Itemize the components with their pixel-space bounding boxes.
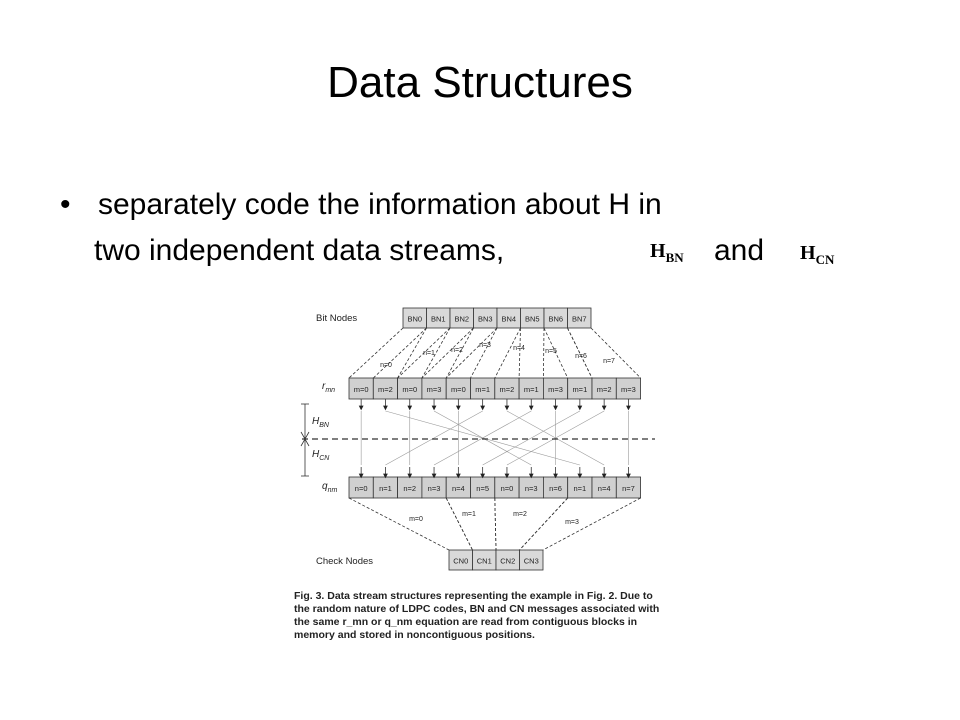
cn-fan-line [519, 497, 568, 551]
bit-nodes-label: Bit Nodes [316, 313, 357, 324]
qnm-cell-label: n=4 [598, 484, 611, 493]
n-index-label: n=3 [479, 342, 491, 349]
cn-fan-line [445, 497, 473, 551]
bn-fan-line [590, 327, 641, 379]
n-index-label: n=4 [513, 345, 525, 352]
check-nodes-label: Check Nodes [316, 556, 373, 567]
qnm-cell-label: n=3 [525, 484, 538, 493]
bn-fan-line [397, 327, 451, 379]
check-node-label: CN2 [500, 557, 515, 566]
figure-caption: Fig. 3. Data stream structures represent… [294, 590, 660, 641]
qnm-cell-label: n=0 [355, 484, 368, 493]
rmn-cell-label: m=1 [572, 385, 587, 394]
hcn-symbol: HCN [800, 242, 835, 267]
rmn-cell-label: m=0 [354, 385, 369, 394]
bn-fan-line [543, 327, 569, 379]
n-index-label: n=1 [423, 350, 435, 357]
bullet-text-line2: two independent data streams, [94, 234, 505, 267]
rmn-cell-label: m=1 [475, 385, 490, 394]
qnm-cell-label: n=1 [573, 484, 586, 493]
bit-node-label: BN3 [478, 315, 493, 324]
and-word: and [714, 234, 765, 267]
bit-node-label: BN1 [431, 315, 446, 324]
qnm-label: qnm [322, 481, 337, 494]
n-index-label: n=5 [545, 348, 557, 355]
rmn-cell-label: m=1 [524, 385, 539, 394]
hcn-label: HCN [312, 449, 330, 462]
qnm-cell-label: n=7 [622, 484, 635, 493]
m-index-label: m=1 [462, 511, 476, 518]
bit-node-label: BN5 [525, 315, 540, 324]
bn-fan-line [445, 327, 474, 379]
n-index-label: n=6 [575, 353, 587, 360]
check-node-label: CN0 [453, 557, 468, 566]
n-index-label: n=7 [603, 358, 615, 365]
bn-fan-line [494, 327, 521, 379]
rmn-cell-label: m=2 [378, 385, 393, 394]
qnm-cell-label: n=6 [549, 484, 562, 493]
stream-link-line [385, 410, 483, 466]
rmn-label: rmn [322, 381, 335, 394]
bit-node-label: BN2 [454, 315, 469, 324]
n-index-label: n=0 [380, 362, 392, 369]
bit-node-label: BN7 [572, 315, 587, 324]
cn-fan-line [348, 497, 450, 551]
qnm-cell-label: n=0 [501, 484, 514, 493]
check-node-label: CN1 [477, 557, 492, 566]
bn-fan-line [445, 327, 498, 379]
bullet-dot: • [60, 188, 71, 221]
bn-fan-line [373, 327, 427, 379]
bn-fan-line [518, 327, 521, 379]
bn-fan-line [421, 327, 451, 379]
stream-link-line [433, 410, 532, 466]
bit-node-box [567, 307, 592, 329]
cn-fan-line [445, 497, 473, 551]
qnm-cell-label: n=1 [379, 484, 392, 493]
rmn-cell-label: m=3 [548, 385, 563, 394]
bit-node-label: BN4 [501, 315, 516, 324]
bit-node-label: BN6 [548, 315, 563, 324]
qnm-cell-label: n=3 [428, 484, 441, 493]
rmn-cell-label: m=3 [427, 385, 442, 394]
bn-fan-line [470, 327, 498, 379]
hbn-symbol: HBN [650, 240, 684, 265]
qnm-cell-label: n=4 [452, 484, 465, 493]
m-index-label: m=3 [565, 519, 579, 526]
qnm-cell-label: n=2 [403, 484, 416, 493]
stream-link-line [482, 410, 580, 466]
stream-link-line [506, 410, 605, 466]
rmn-cell-label: m=3 [621, 385, 636, 394]
bn-fan-line [348, 327, 404, 379]
bn-fan-line [421, 327, 474, 379]
check-node-box [519, 549, 544, 571]
cn-fan-line [494, 497, 497, 551]
slide-title: Data Structures [327, 58, 633, 107]
m-index-label: m=2 [513, 511, 527, 518]
qnm-cell-label: n=5 [476, 484, 489, 493]
bn-fan-line [567, 327, 593, 379]
rmn-cell-label: m=0 [451, 385, 466, 394]
bullet-text-line1: separately code the information about H … [98, 188, 662, 221]
rmn-cell-label: m=2 [597, 385, 612, 394]
cn-fan-line [542, 497, 641, 551]
hbn-label: HBN [312, 416, 330, 429]
n-index-label: n=2 [451, 347, 463, 354]
rmn-cell-label: m=0 [402, 385, 417, 394]
bracket-arrows [300, 431, 310, 447]
check-node-label: CN3 [524, 557, 539, 566]
bit-node-label: BN0 [407, 315, 422, 324]
m-index-label: m=0 [409, 516, 423, 523]
bn-fan-line [543, 327, 545, 379]
rmn-cell-label: m=2 [500, 385, 515, 394]
